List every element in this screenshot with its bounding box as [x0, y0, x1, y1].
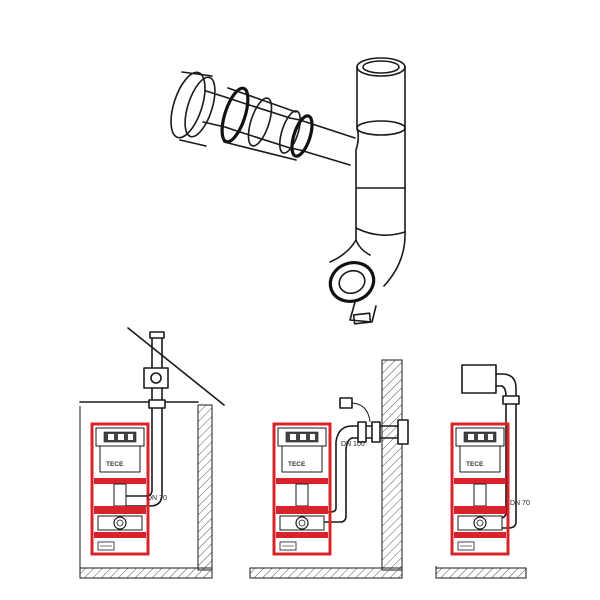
- main-riser-pipe: [355, 57, 406, 256]
- roof-line: [127, 327, 225, 406]
- bottom-elbow: [328, 231, 406, 325]
- tece-frame-3: [450, 422, 510, 556]
- floor-1: [79, 567, 213, 579]
- floor-2: [249, 567, 403, 579]
- pipe-label-2: DN 100: [341, 441, 365, 448]
- branch-pipe: [170, 71, 356, 166]
- installation-wall-vent: TECE DN 100: [249, 359, 409, 579]
- installation-internal-vent: TECE DN 70: [435, 364, 530, 579]
- wall-left-1: [197, 404, 213, 571]
- pipe-label-1: DN 70: [147, 495, 167, 502]
- tece-frame-2: [272, 422, 332, 556]
- brand-label-3: TECE: [466, 461, 484, 468]
- vent-valve-2: [339, 397, 353, 409]
- brand-label-1: TECE: [106, 461, 124, 468]
- floor-3: [435, 567, 527, 579]
- tece-frame-1: [90, 422, 150, 556]
- vent-valve-3: [461, 364, 497, 394]
- brand-label-2: TECE: [288, 461, 306, 468]
- vent-valve-1: [143, 367, 169, 389]
- y-fitting-illustration: [170, 57, 406, 325]
- pipe-label-3: DN 70: [510, 500, 530, 507]
- wall-right-2: [381, 359, 403, 571]
- installation-roof-vent: TECE DN 70: [79, 327, 225, 579]
